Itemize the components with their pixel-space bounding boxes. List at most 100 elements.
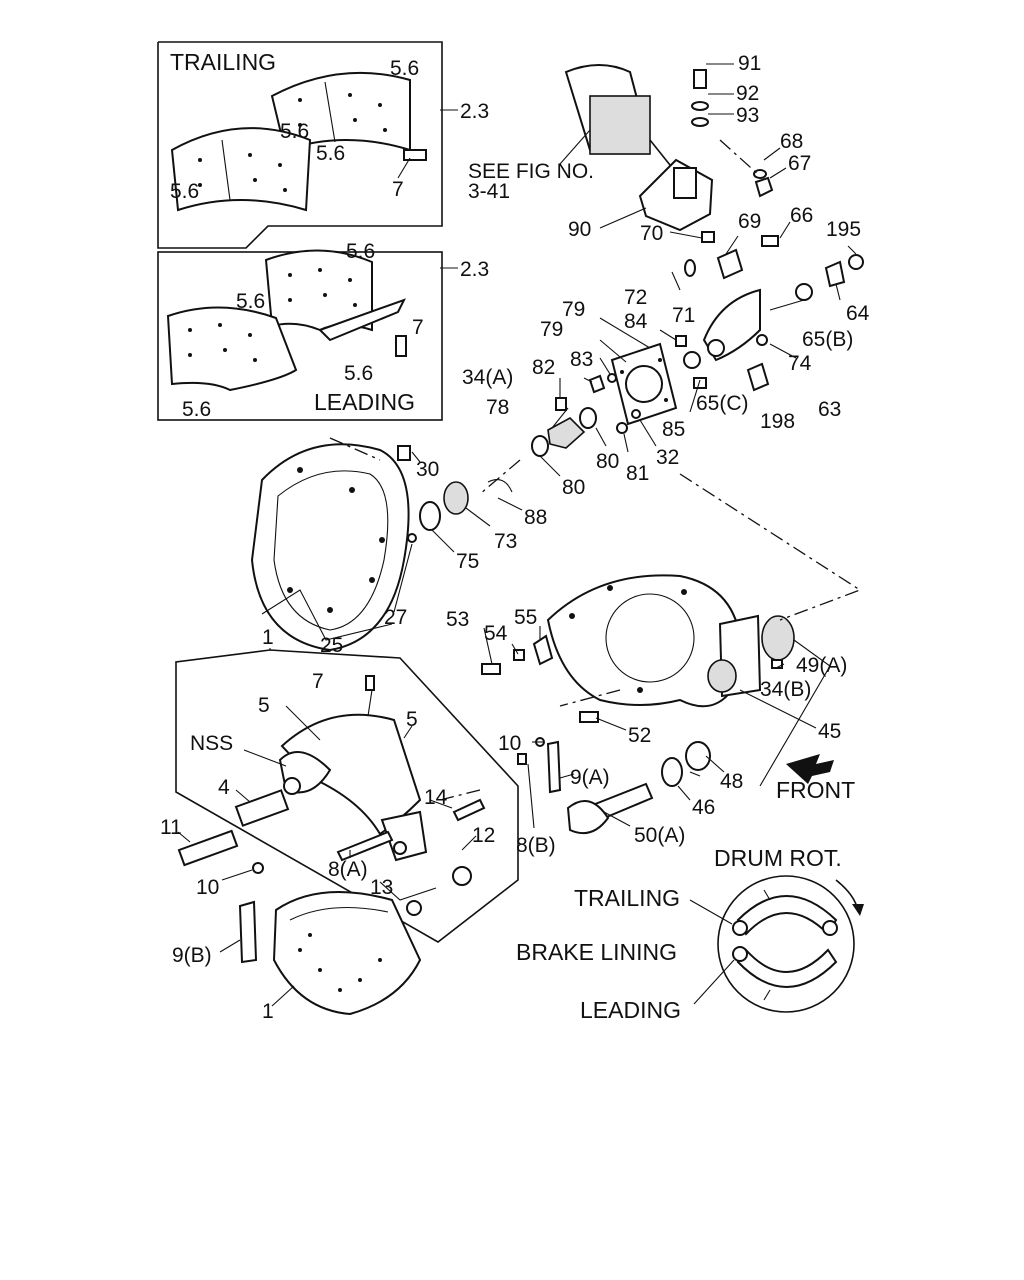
pin-11 [177, 829, 239, 867]
callout-12: 12 [472, 824, 495, 847]
rotation-arrow-icon [852, 904, 864, 916]
callout-92: 92 [736, 82, 759, 105]
fig-ref-line1: SEE FIG NO. [468, 160, 594, 183]
spring-198 [746, 362, 770, 392]
callout-46: 46 [692, 796, 715, 819]
callout-10-a: 10 [498, 732, 521, 755]
plug-27 [407, 533, 417, 543]
callout-rivet-2: 7 [412, 316, 424, 339]
callout-50a: 50(A) [634, 824, 685, 847]
leader-lines [177, 63, 857, 1007]
callout-lining-1: 5.6 [390, 57, 419, 80]
callout-68: 68 [780, 130, 803, 153]
callout-82: 82 [532, 356, 555, 379]
washer-81 [616, 422, 628, 434]
callout-88: 88 [524, 506, 547, 529]
bracket-55 [532, 634, 554, 666]
callout-49a: 49(A) [796, 654, 847, 677]
callout-64: 64 [846, 302, 870, 325]
washer-65b [795, 283, 813, 301]
front-label: FRONT [776, 777, 855, 803]
callout-lining-5: 5.6 [346, 240, 375, 263]
bolt-66 [761, 235, 779, 247]
seal-75 [419, 501, 441, 531]
callout-80-b: 80 [562, 476, 585, 499]
callout-84: 84 [624, 310, 648, 333]
callout-93: 93 [736, 104, 759, 127]
rivet-7 [365, 675, 375, 691]
washer-93 [691, 117, 709, 127]
pin-8b [517, 753, 527, 765]
washer-65c [683, 351, 701, 369]
callout-73: 73 [494, 530, 517, 553]
callout-55: 55 [514, 606, 537, 629]
callout-nss: NSS [190, 732, 233, 755]
callout-80-a: 80 [596, 450, 619, 473]
callout-11: 11 [160, 816, 182, 839]
nut-67 [754, 176, 774, 198]
bolt-30 [397, 445, 411, 461]
clip-88 [487, 479, 513, 493]
fitting-54 [513, 649, 525, 661]
inset-trailing-title: TRAILING [170, 49, 276, 75]
callout-65b: 65(B) [802, 328, 853, 351]
callout-9a: 9(A) [570, 766, 610, 789]
inset-leading-title: LEADING [314, 389, 415, 415]
callout-54: 54 [484, 622, 508, 645]
bolt-84 [675, 335, 687, 347]
bushing-49a [761, 615, 795, 661]
callout-lining-7: 5.6 [344, 362, 373, 385]
callout-75: 75 [456, 550, 479, 573]
callout-67: 67 [788, 152, 811, 175]
callout-8b: 8(B) [516, 834, 556, 857]
fitting-34b [771, 659, 783, 669]
washer-83 [607, 373, 617, 383]
callout-lining-3: 5.6 [316, 142, 345, 165]
callout-81: 81 [626, 462, 649, 485]
spring-9a [546, 740, 562, 794]
fig-ref-line2: 3-41 [468, 180, 510, 203]
callout-7: 7 [312, 670, 324, 693]
washer-13 [406, 900, 422, 916]
shoe-assembly-box [175, 649, 519, 943]
callout-30: 30 [416, 458, 439, 481]
spring-9b [238, 900, 258, 964]
nut-70 [701, 231, 715, 243]
callout-9b: 9(B) [172, 944, 212, 967]
drum-rotation-diagram: DRUM ROT. TRAILING BRAKE LINING LEADING [516, 845, 864, 1023]
callout-66: 66 [790, 204, 813, 227]
callout-1-b: 1 [262, 1000, 274, 1023]
cotter-72 [671, 271, 681, 291]
seal-48 [685, 741, 711, 771]
brake-chamber [564, 64, 691, 191]
drum-rot-label: DRUM ROT. [714, 845, 842, 871]
washer-92 [691, 101, 709, 111]
callout-74: 74 [788, 352, 812, 375]
roller-4 [234, 789, 290, 827]
bushing-78 [547, 417, 586, 449]
callout-32: 32 [656, 446, 679, 469]
bolt-85 [693, 377, 707, 389]
seal-80b [531, 435, 549, 457]
callout-45: 45 [818, 720, 841, 743]
callout-34a: 34(A) [462, 366, 513, 389]
fitting-34a [555, 397, 567, 411]
callout-lining-8: 5.6 [182, 398, 211, 421]
seal-80a [579, 407, 597, 429]
front-arrow-icon [786, 754, 834, 784]
callout-13: 13 [370, 876, 393, 899]
washer-10b [252, 862, 264, 874]
dust-shield-25 [250, 443, 410, 652]
callout-198: 198 [760, 410, 795, 433]
plate-64 [824, 260, 846, 288]
callout-90: 90 [568, 218, 591, 241]
callout-25: 25 [320, 634, 343, 657]
rotation-brake-lining-label: BRAKE LINING [516, 939, 677, 965]
cam-bracket-79 [610, 342, 678, 426]
callout-5-a: 5 [258, 694, 270, 717]
callout-79-a: 79 [562, 298, 585, 321]
callout-34b: 34(B) [760, 678, 811, 701]
callout-10-b: 10 [196, 876, 219, 899]
washer-46 [661, 757, 683, 787]
